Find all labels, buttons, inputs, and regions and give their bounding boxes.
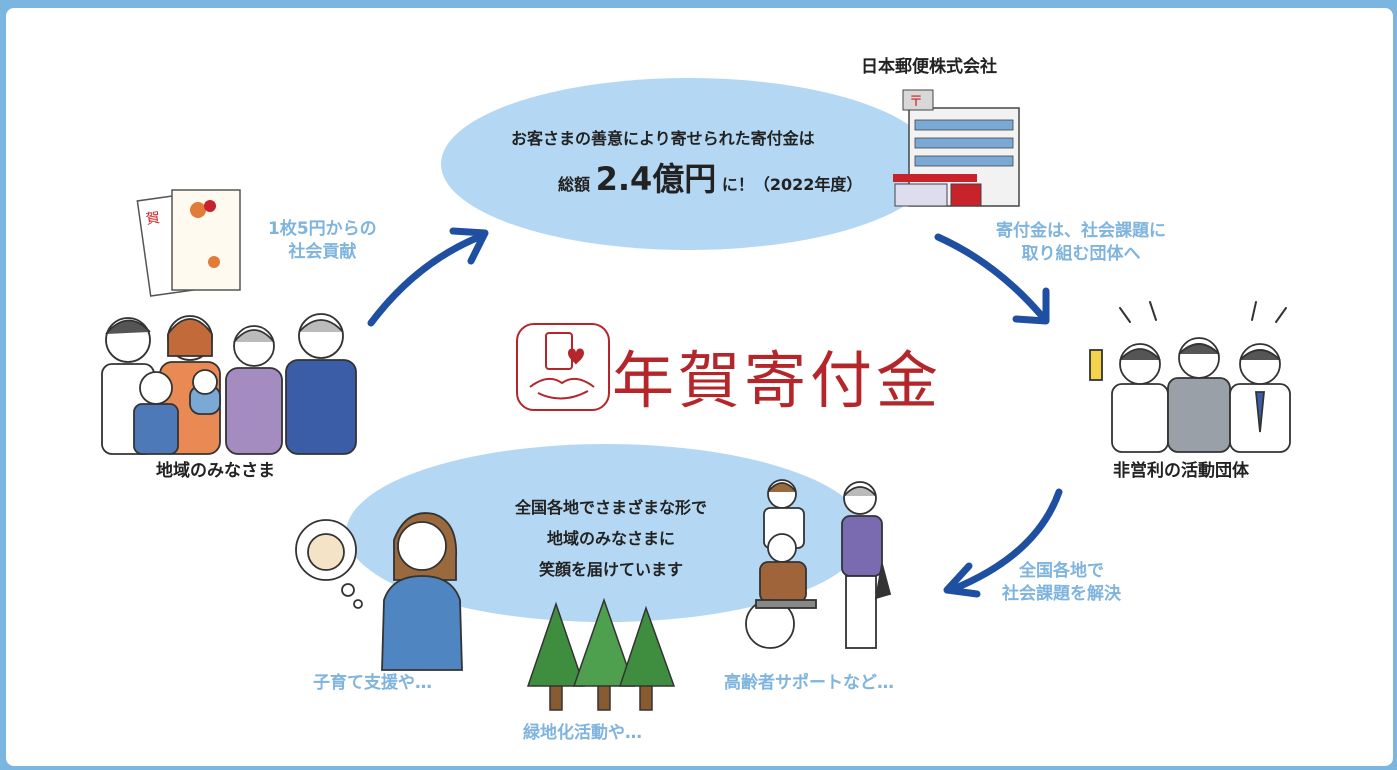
label-to-groups: 寄付金は、社会課題に 取り組む団体へ [996,220,1166,266]
cheer-marks [1119,301,1287,323]
activity-child-support: 子育て支援や… [313,673,432,693]
bottom-message-line1: 全国各地でさまざまな形で [514,498,707,517]
arrow-down-left [943,488,1063,598]
svg-text:賀: 賀 [145,210,161,228]
card: 日本郵便株式会社 〒 お客さまの善意により寄せられた寄付金は 総額 2.4億円 … [6,8,1393,766]
total-prefix: 総額 [558,175,591,194]
activity-elderly-support: 高齢者サポートなど… [724,673,894,693]
total-suffix: に！（2022年度） [721,175,863,194]
trees-icon [526,597,676,711]
donation-amount: 2.4億円 [595,160,717,198]
family-illustration [101,313,357,455]
bottom-message: 全国各地でさまざまな形で 地域のみなさまに 笑顔を届けています [486,492,736,586]
svg-text:〒: 〒 [909,94,923,110]
label-solve-issues-line1: 全国各地で [1019,561,1104,581]
top-ellipse [441,78,936,250]
logo-card-heart-icon [529,332,595,400]
nonprofit-label: 非営利の活動団体 [1113,461,1249,481]
label-solve-issues: 全国各地で 社会課題を解決 [1002,560,1121,606]
arrow-down-right [934,233,1050,325]
nonprofit-people-illustration [1089,337,1291,453]
elderly-support-illustration [745,479,892,649]
nenga-logo [516,323,610,411]
bottom-message-line2: 地域のみなさまに [546,529,675,549]
activity-greening: 緑地化活動や… [523,723,642,743]
top-message-line1: お客さまの善意により寄せられた寄付金は [511,129,815,148]
new-year-postcards-icon: 賀 [136,189,241,297]
top-message-line2: 総額 2.4億円 に！（2022年度） [558,154,862,200]
label-contribution-line2: 社会貢献 [288,241,357,262]
pregnant-woman-illustration [295,512,463,671]
community-label: 地域のみなさま [156,461,275,481]
label-to-groups-line1: 寄付金は、社会課題に [996,221,1166,241]
label-solve-issues-line2: 社会課題を解決 [1002,583,1121,604]
arrow-up-right [367,227,489,327]
label-contribution: 1枚5円からの 社会貢献 [268,218,377,264]
post-office-building-icon: 〒 [893,89,1020,207]
logo-text: 年賀寄付金 [612,344,943,417]
label-contribution-line1: 1枚5円からの [268,219,377,239]
company-name: 日本郵便株式会社 [861,57,997,77]
label-to-groups-line2: 取り組む団体へ [1021,243,1141,264]
bottom-message-line3: 笑顔を届けています [538,560,683,580]
